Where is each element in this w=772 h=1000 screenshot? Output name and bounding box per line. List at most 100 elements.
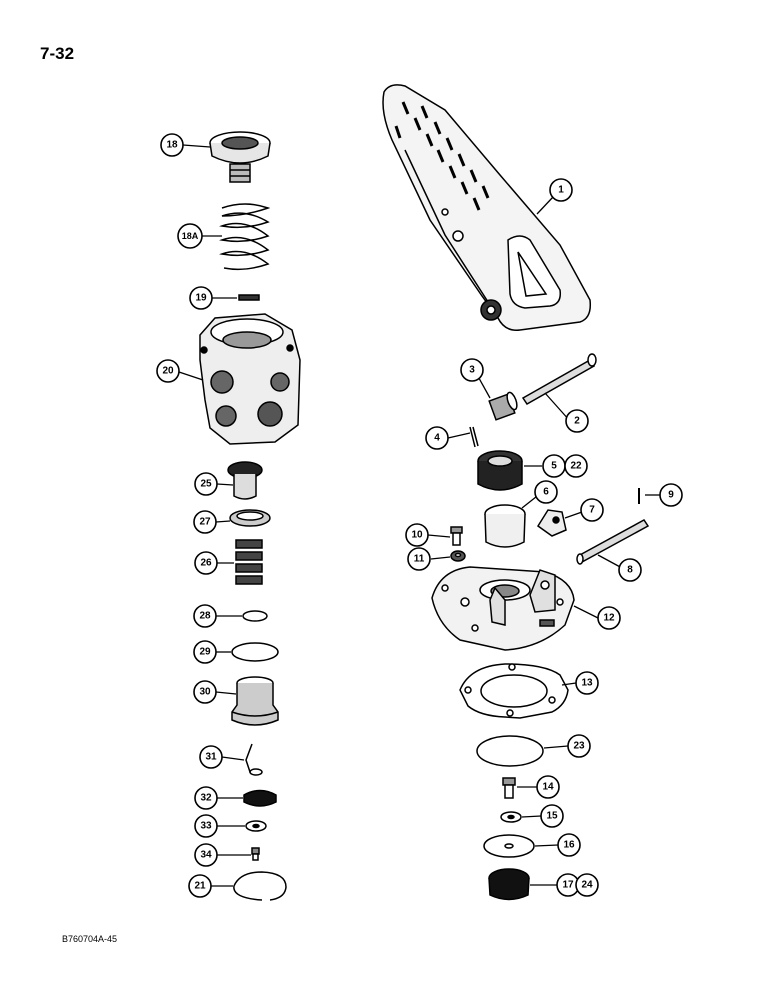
part-13-gasket: [459, 663, 569, 719]
callout-16-label: 16: [563, 840, 575, 851]
part-21-snap-ring: [233, 871, 287, 901]
callout-29: 29: [193, 640, 217, 664]
callout-18: 18: [160, 133, 184, 157]
callout-10-label: 10: [411, 530, 423, 541]
callout-3-label: 3: [469, 365, 475, 376]
callout-20: 20: [156, 359, 180, 383]
callout-31-label: 31: [205, 752, 217, 763]
part-15-washer: [500, 811, 522, 823]
callout-27-label: 27: [199, 517, 211, 528]
callout-8-label: 8: [627, 565, 633, 576]
part-16-disc: [483, 834, 535, 858]
callout-30-label: 30: [199, 687, 211, 698]
part-12-cover-plate: [431, 566, 575, 651]
callout-18-label: 18: [166, 140, 178, 151]
callout-23: 23: [567, 734, 591, 758]
callout-1-label: 1: [558, 185, 564, 196]
part-18a-spring: [219, 203, 271, 271]
callout-6: 6: [534, 480, 558, 504]
callout-26-label: 26: [200, 558, 212, 569]
part-32-rubber-valve: [243, 789, 277, 807]
callout-33-label: 33: [200, 821, 212, 832]
callout-33: 33: [194, 814, 218, 838]
part-25-piston: [227, 461, 263, 500]
callout-32: 32: [194, 786, 218, 810]
callout-16: 16: [557, 833, 581, 857]
part-28-o-ring: [242, 610, 268, 622]
part-18-cap: [209, 131, 271, 183]
callout-11: 11: [407, 547, 431, 571]
part-7-cam: [536, 509, 567, 537]
callout-28: 28: [193, 604, 217, 628]
callout-6-label: 6: [543, 487, 549, 498]
callout-5: 5: [542, 454, 566, 478]
part-6-plunger: [484, 504, 526, 548]
part-5-boot: [477, 450, 523, 491]
part-3-roller: [488, 391, 518, 421]
part-23-o-ring: [476, 735, 544, 767]
callout-4: 4: [425, 426, 449, 450]
callout-32-label: 32: [200, 793, 212, 804]
part-8-long-pin: [576, 519, 650, 565]
part-10-bolt: [450, 526, 463, 546]
callout-12-label: 12: [603, 613, 615, 624]
callout-34-label: 34: [200, 850, 212, 861]
part-14-screw: [502, 777, 516, 799]
callout-10: 10: [405, 523, 429, 547]
callout-12: 12: [597, 606, 621, 630]
callout-19-label: 19: [195, 293, 207, 304]
figure-code: B760704A-45: [62, 934, 118, 944]
part-30-retainer: [231, 676, 279, 726]
callout-8: 8: [618, 558, 642, 582]
callout-9: 9: [659, 483, 683, 507]
callout-3: 3: [460, 358, 484, 382]
callout-21: 21: [188, 874, 212, 898]
callout-30: 30: [193, 680, 217, 704]
part-26-spring: [235, 539, 263, 585]
callout-29-label: 29: [199, 647, 211, 658]
callout-7: 7: [580, 498, 604, 522]
callout-15: 15: [540, 804, 564, 828]
part-34-screw: [251, 847, 260, 861]
callout-31: 31: [199, 745, 223, 769]
part-2-pin: [521, 353, 597, 405]
callout-25-label: 25: [200, 479, 212, 490]
callout-25: 25: [194, 472, 218, 496]
callout-24: 24: [575, 873, 599, 897]
callout-11-label: 11: [414, 554, 425, 565]
callout-21-label: 21: [194, 881, 206, 892]
callout-4-label: 4: [434, 433, 440, 444]
callout-7-label: 7: [589, 505, 595, 516]
callout-5-label: 5: [551, 461, 557, 472]
page-number: 7-32: [40, 44, 75, 63]
part-4-cotter-pin: [469, 426, 479, 448]
callout-17-label: 17: [562, 880, 574, 891]
callout-20-label: 20: [162, 366, 174, 377]
callout-34: 34: [194, 843, 218, 867]
part-19-pin: [238, 294, 260, 301]
callout-18a-label: 18A: [182, 231, 199, 241]
callout-23-label: 23: [573, 741, 585, 752]
callout-15-label: 15: [546, 811, 558, 822]
callout-2: 2: [565, 409, 589, 433]
callout-13-label: 13: [581, 678, 593, 689]
part-11-nut: [450, 550, 466, 562]
part-31-bracket: [245, 743, 263, 776]
callout-26: 26: [194, 551, 218, 575]
callout-22: 22: [564, 454, 588, 478]
callout-18a: 18A: [177, 223, 203, 249]
callout-14: 14: [536, 775, 560, 799]
part-20-valve-body: [199, 313, 301, 445]
part-33-washer: [245, 820, 267, 832]
callout-24-label: 24: [581, 880, 593, 891]
callout-22-label: 22: [570, 461, 582, 472]
part-1-pedal: [382, 84, 592, 331]
part-17-rubber-cap: [488, 868, 530, 901]
callout-9-label: 9: [668, 490, 674, 501]
callout-19: 19: [189, 286, 213, 310]
callout-28-label: 28: [199, 611, 211, 622]
part-27-ring: [229, 509, 271, 527]
callout-27: 27: [193, 510, 217, 534]
callout-1: 1: [549, 178, 573, 202]
